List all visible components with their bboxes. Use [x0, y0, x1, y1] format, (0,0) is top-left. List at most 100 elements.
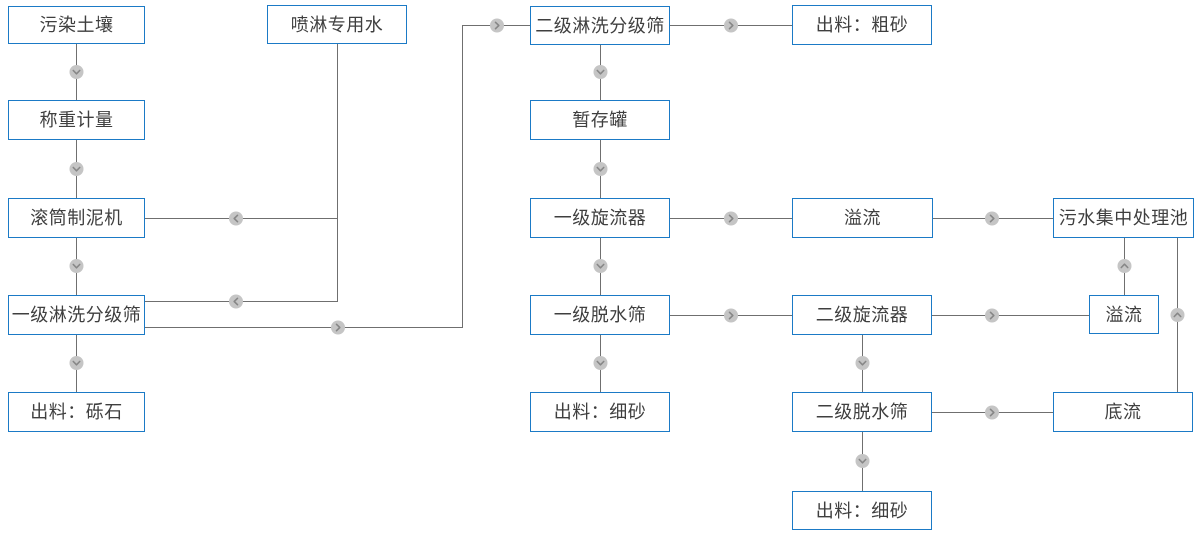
node-washing-screen-1: 一级淋洗分级筛 [8, 295, 145, 335]
arrow-circle [724, 308, 738, 323]
arrow-right-icon [985, 211, 999, 226]
arrow-circle [69, 65, 84, 79]
arrow-left-icon [229, 294, 243, 309]
node-overflow-2-label: 溢流 [1105, 304, 1143, 325]
arrow-down-icon [69, 162, 84, 176]
node-weighing: 称重计量 [8, 100, 145, 140]
node-washing-screen-1-label: 一级淋洗分级筛 [11, 305, 142, 325]
arrow-circle [593, 259, 608, 273]
arrow-right-icon [331, 320, 345, 335]
node-weighing-label: 称重计量 [39, 110, 114, 130]
arrow-circle [490, 18, 504, 33]
chevron-down-glyph [858, 360, 867, 366]
chevron-up-glyph [1173, 312, 1182, 318]
chevron-right-glyph [728, 214, 734, 223]
node-dewater-screen-1-label: 一级脱水筛 [553, 305, 647, 325]
arrow-circle [985, 211, 999, 226]
chevron-left-glyph [233, 214, 239, 223]
node-sewage-pool-label: 污水集中处理池 [1058, 208, 1189, 228]
arrow-down-icon [593, 162, 608, 176]
node-dewater-screen-2-label: 二级脱水筛 [815, 402, 909, 422]
arrow-circle [724, 18, 738, 33]
node-cyclone-1-label: 一级旋流器 [553, 208, 647, 228]
arrow-circle [331, 320, 345, 335]
node-cyclone-1: 一级旋流器 [530, 198, 670, 238]
arrow-circle [593, 65, 608, 79]
arrow-down-icon [69, 356, 84, 370]
chevron-right-glyph [989, 408, 995, 417]
arrow-circle [229, 294, 243, 309]
arrow-right-icon [724, 18, 738, 33]
arrow-down-icon [69, 259, 84, 273]
chevron-right-glyph [335, 323, 341, 332]
node-spray-water: 喷淋专用水 [267, 5, 407, 44]
node-out-fine-sand-1-label: 出料：细砂 [553, 402, 647, 422]
node-out-fine-sand-2-label: 出料：细砂 [815, 500, 909, 521]
node-sewage-pool: 污水集中处理池 [1053, 198, 1194, 238]
chevron-down-glyph [72, 166, 81, 172]
node-out-coarse-sand: 出料：粗砂 [792, 5, 932, 45]
node-overflow-1-label: 溢流 [844, 208, 881, 228]
node-overflow-2: 溢流 [1089, 295, 1159, 334]
node-soil-label: 污染土壤 [39, 15, 114, 35]
arrow-circle [855, 356, 870, 370]
node-out-coarse-sand-label: 出料：粗砂 [815, 15, 909, 35]
arrow-circle [69, 259, 84, 273]
arrow-circle [724, 211, 738, 226]
arrow-circle [229, 211, 243, 226]
arrow-circle [593, 356, 608, 370]
arrow-circle [1170, 308, 1185, 322]
node-out-fine-sand-2: 出料：细砂 [792, 491, 932, 530]
arrow-circle [593, 162, 608, 176]
arrow-up-icon [1170, 308, 1185, 322]
arrow-right-icon [985, 308, 999, 323]
chevron-down-glyph [72, 360, 81, 366]
arrow-right-icon [724, 211, 738, 226]
arrow-circle [69, 356, 84, 370]
arrow-up-icon [1117, 259, 1132, 273]
chevron-up-glyph [1120, 263, 1129, 269]
arrow-circle [985, 405, 999, 420]
node-soil: 污染土壤 [8, 6, 145, 44]
arrow-left-icon [229, 211, 243, 226]
chevron-down-glyph [72, 69, 81, 75]
chevron-down-glyph [596, 360, 605, 366]
chevron-right-glyph [728, 21, 734, 30]
node-buffer-tank-label: 暂存罐 [572, 110, 628, 130]
chevron-right-glyph [989, 311, 995, 320]
chevron-right-glyph [728, 311, 734, 320]
arrow-down-icon [593, 259, 608, 273]
chevron-down-glyph [596, 166, 605, 172]
arrow-circle [855, 454, 870, 468]
arrow-circle [985, 308, 999, 323]
node-out-fine-sand-1: 出料：细砂 [530, 392, 670, 432]
chevron-down-glyph [596, 263, 605, 269]
chevron-left-glyph [233, 297, 239, 306]
node-underflow: 底流 [1053, 392, 1193, 432]
node-out-gravel-label: 出料：砾石 [30, 402, 123, 422]
node-spray-water-label: 喷淋专用水 [290, 14, 384, 35]
chevron-down-glyph [72, 263, 81, 269]
node-dewater-screen-1: 一级脱水筛 [530, 295, 670, 335]
arrow-down-icon [69, 65, 84, 79]
node-out-gravel: 出料：砾石 [8, 392, 145, 432]
node-cyclone-2: 二级旋流器 [792, 295, 932, 335]
arrow-circle [69, 162, 84, 176]
node-washing-screen-2: 二级淋洗分级筛 [530, 6, 670, 45]
node-buffer-tank: 暂存罐 [530, 100, 670, 140]
node-cyclone-2-label: 二级旋流器 [815, 305, 909, 325]
chevron-down-glyph [858, 458, 867, 464]
node-dewater-screen-2: 二级脱水筛 [792, 392, 932, 432]
arrow-down-icon [855, 356, 870, 370]
arrow-circle [1117, 259, 1132, 273]
node-washing-screen-2-label: 二级淋洗分级筛 [535, 15, 665, 36]
chevron-right-glyph [494, 21, 500, 30]
wire [145, 44, 338, 302]
node-overflow-1: 溢流 [792, 198, 933, 238]
arrow-down-icon [593, 65, 608, 79]
chevron-down-glyph [596, 69, 605, 75]
arrow-down-icon [593, 356, 608, 370]
arrow-right-icon [985, 405, 999, 420]
